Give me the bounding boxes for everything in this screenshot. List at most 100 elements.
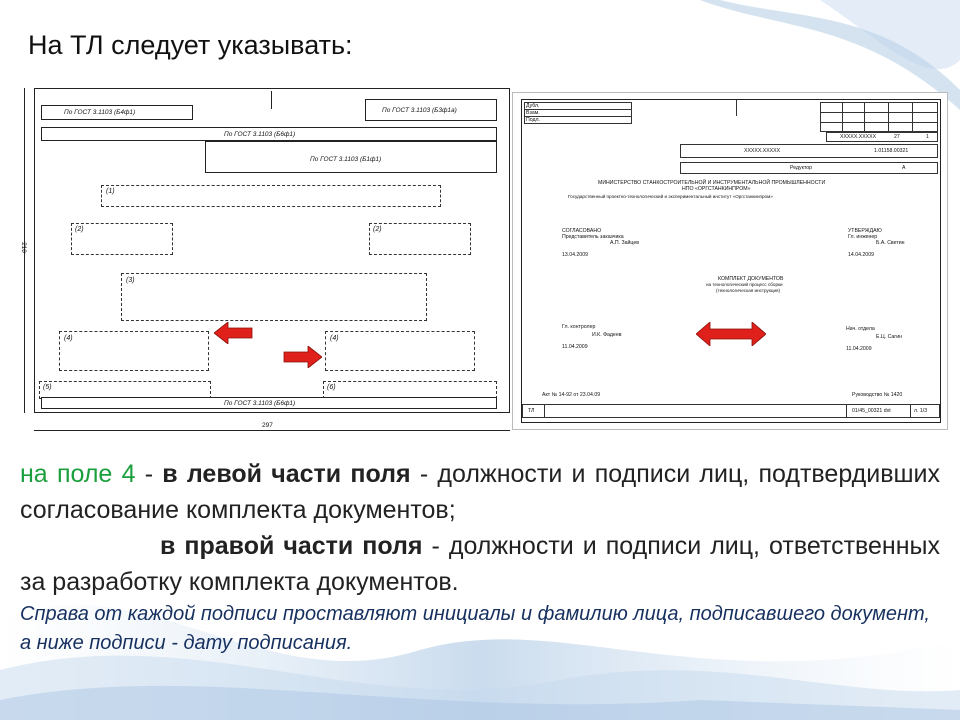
double-arrow-icon: [696, 322, 766, 346]
stamp-row-3: Подл.: [526, 117, 540, 123]
left-sign-role: Гл. контролер: [562, 324, 596, 330]
institute-text: Государственный проектно-технологический…: [568, 194, 773, 199]
gost-box-b6f1-top: По ГОСТ 3.1103 (Б6ф1): [41, 127, 497, 141]
left-sign-date: 11.04.2009: [562, 344, 588, 350]
paragraph-right-part: в правой части поля - должности и подпис…: [20, 528, 940, 600]
grid-v-2: [864, 102, 865, 132]
tl-sample-sheet: Дубл. Взам. Подл. XXXXX.XXXXX 27 1 XXXXX…: [512, 92, 948, 430]
editor-letter: А: [902, 165, 906, 171]
footer-v-2: [846, 404, 847, 418]
sheet-total: 1: [926, 134, 929, 140]
act-text: Акт № 14-92 от 23.04.09: [542, 392, 601, 398]
doc-subtitle: на технологический процесс сборки: [706, 282, 783, 287]
right-sign-name: Е.Ц. Сагин: [876, 334, 902, 340]
left-sign-name: И.К. Фадеев: [592, 332, 622, 338]
stamp-row-2: Взам.: [526, 110, 540, 116]
org-text: НПО «ОРГСТАНКИНПРОМ»: [682, 186, 751, 192]
grid-h-2: [820, 122, 938, 123]
right-part-description: - должности и подписи лиц, ответственных…: [20, 532, 941, 596]
top-tick: [271, 91, 272, 109]
gost-box-b6f1-bottom-label: По ГОСТ 3.1103 (Б6ф1): [224, 400, 296, 407]
grid-v-1: [842, 102, 843, 132]
grid-v-4: [912, 102, 913, 132]
gost-box-b1f1-label: По ГОСТ 3.1103 (Б1ф1): [310, 156, 382, 163]
agreed-role: Представитель заказчика: [562, 234, 624, 240]
field-2-left-label: (2): [75, 226, 84, 233]
arrow-left-icon: [214, 322, 253, 344]
code-2: XXXXX.XXXXX: [744, 148, 781, 154]
dim-height-label: 210: [19, 242, 27, 253]
editor-row: [680, 162, 938, 174]
code-1: XXXXX.XXXXX: [840, 134, 877, 140]
agreed-date: 13.04.2009: [562, 252, 588, 258]
footer-tl: ТЛ: [528, 408, 535, 414]
code-3: 1.01158.00321: [874, 148, 909, 154]
doc-title: КОМПЛЕКТ ДОКУМЕНТОВ: [718, 276, 784, 282]
editor-label: Редуктор: [790, 165, 813, 171]
slide-title: На ТЛ следует указывать:: [28, 30, 353, 60]
field-2-left: (2): [71, 223, 173, 255]
gost-box-b4f1: По ГОСТ 3.1103 (Б4ф1): [41, 105, 193, 120]
gost-box-b3f1a-label: По ГОСТ 3.1103 (Б3ф1а): [382, 107, 457, 114]
arrow-right-icon: [283, 346, 322, 368]
approved-date: 14.04.2009: [848, 252, 874, 258]
field-6-label: (6): [327, 384, 336, 391]
footer-sheet: л. 1/3: [914, 408, 928, 414]
field-5-label: (5): [43, 384, 52, 391]
gost-box-b4f1-label: По ГОСТ 3.1103 (Б4ф1): [64, 109, 136, 116]
field-1-label: (1): [106, 188, 115, 195]
explanation-text: на поле 4 - в левой части поля - должнос…: [20, 456, 940, 658]
code-row-2: [680, 144, 938, 158]
stamp-hline-2: [524, 116, 632, 117]
right-part-label: в правой части поля: [160, 532, 423, 560]
dash-1: -: [135, 460, 163, 488]
left-part-description: - должности и подписи лиц, подтвердивших…: [20, 460, 941, 524]
footer-row: [522, 404, 940, 418]
stamp-block: [524, 102, 632, 124]
top-tick: [736, 100, 737, 116]
right-sign-role: Нач. отдела: [846, 326, 875, 332]
paragraph-left-part: на поле 4 - в левой части поля - должнос…: [20, 456, 940, 528]
footer-v-1: [544, 404, 545, 418]
dim-width-label: 297: [262, 422, 273, 429]
footer-v-3: [910, 404, 911, 418]
ministry-text: МИНИСТЕРСТВО СТАНКОСТРОИТЕЛЬНОЙ И ИНСТРУ…: [598, 180, 826, 186]
field-3-label: (3): [126, 277, 135, 284]
code-row-1: [826, 132, 938, 142]
field-1: (1): [101, 185, 441, 207]
gost-box-b3f1a: По ГОСТ 3.1103 (Б3ф1а): [365, 99, 497, 121]
field-4-left-label: (4): [64, 335, 73, 342]
approved-role: Гл. инженер: [848, 234, 878, 240]
gost-box-b6f1-bottom: По ГОСТ 3.1103 (Б6ф1): [41, 397, 497, 409]
agreed-label: СОГЛАСОВАНО: [562, 228, 602, 234]
grid-v-3: [888, 102, 889, 132]
tl-layout-scheme: По ГОСТ 3.1103 (Б4ф1) По ГОСТ 3.1103 (Б3…: [14, 84, 510, 440]
approved-label: УТВЕРЖДАЮ: [848, 228, 882, 234]
dim-height-line: [24, 88, 25, 413]
left-part-label: в левой части поля: [162, 460, 411, 488]
field-4-right: (4): [325, 331, 475, 371]
right-sign-date: 11.04.2009: [846, 346, 872, 352]
field-4-left: (4): [59, 331, 209, 371]
sheet-num: 27: [894, 134, 900, 140]
signature-note: Справа от каждой подписи проставляют ини…: [20, 603, 930, 654]
field-4-label: на поле 4: [20, 460, 136, 488]
gost-box-b6f1-top-label: По ГОСТ 3.1103 (Б6ф1): [224, 131, 296, 138]
stamp-hline-1: [524, 109, 632, 110]
top-right-grid: [820, 102, 938, 132]
stamp-row-1: Дубл.: [526, 103, 540, 109]
dim-width-line: [34, 430, 510, 431]
gost-box-b1f1: По ГОСТ 3.1103 (Б1ф1): [205, 141, 497, 173]
field-4-right-label: (4): [330, 335, 339, 342]
grid-h-1: [820, 112, 938, 113]
agreed-name: А.П. Зайцев: [610, 240, 639, 246]
tl-sample-frame: Дубл. Взам. Подл. XXXXX.XXXXX 27 1 XXXXX…: [521, 99, 941, 423]
doc-subtitle-2: (технологическая инструкция): [716, 288, 781, 293]
field-2-right-label: (2): [373, 226, 382, 233]
manual-text: Руководство № 1420: [852, 392, 903, 398]
footer-code: 01/45_00321 dxt: [852, 408, 891, 414]
field-2-right: (2): [369, 223, 471, 255]
field-3: (3): [121, 273, 427, 321]
tl-sheet-frame: По ГОСТ 3.1103 (Б4ф1) По ГОСТ 3.1103 (Б3…: [34, 88, 510, 413]
